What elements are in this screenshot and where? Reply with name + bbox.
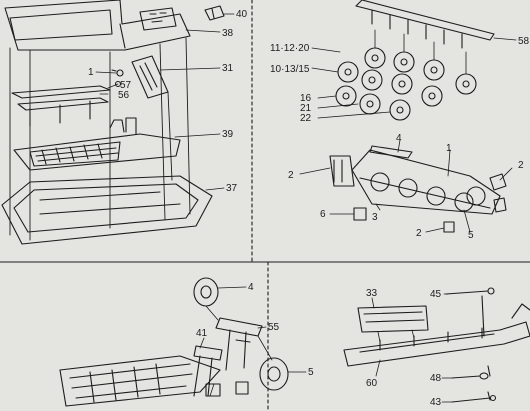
small-tools-part	[451, 365, 497, 403]
running-gear-diagram: 58 11·12·20 10·13/15 16 21 22 4 1 2 2 6 …	[270, 0, 530, 241]
front-axle-diagram: 4 41 55 5	[59, 277, 314, 407]
road-wheels	[335, 29, 477, 121]
side-rail-part	[131, 55, 169, 99]
callout-56: 56	[118, 90, 130, 101]
callout-2: 2	[288, 170, 294, 181]
callout-58: 58	[518, 36, 530, 47]
callout-60: 60	[366, 378, 378, 389]
callout-6: 6	[320, 209, 326, 220]
callout-1: 1	[88, 67, 94, 78]
callout-48: 48	[430, 373, 442, 384]
bracket-part	[193, 345, 223, 397]
callout-16: 16	[300, 93, 312, 104]
callout-37: 37	[226, 183, 238, 194]
callout-41: 41	[196, 328, 208, 339]
road-wheel	[455, 73, 477, 95]
callout-leaders	[299, 47, 513, 233]
side-plate-part	[343, 303, 530, 367]
road-wheel	[389, 99, 411, 121]
tool-part	[445, 287, 495, 337]
callout-5: 5	[468, 230, 474, 241]
road-wheel	[391, 73, 413, 95]
road-wheel	[421, 85, 443, 107]
callout-33: 33	[366, 288, 378, 299]
bench-part	[11, 85, 111, 127]
small-bolt-parts	[111, 69, 124, 88]
callout-4: 4	[248, 282, 254, 293]
assembly-guide-lines	[9, 37, 191, 241]
road-wheel	[359, 93, 381, 115]
callout-10-13-15: 10·13/15	[270, 64, 310, 75]
steering-linkage-part	[215, 317, 263, 371]
callout-leaders	[199, 286, 307, 373]
road-wheel	[335, 85, 357, 107]
callout-2: 2	[518, 160, 524, 171]
floor-plate-part	[13, 117, 181, 171]
callout-39: 39	[222, 129, 234, 140]
callout-11-12-20: 11·12·20	[270, 43, 310, 54]
assembly-guide-lines	[377, 329, 415, 343]
fender-part	[59, 355, 249, 407]
upper-hull-part	[4, 0, 191, 51]
callout-leaders	[95, 13, 235, 191]
road-wheel	[393, 51, 415, 73]
road-wheel	[423, 59, 445, 81]
callout-45: 45	[430, 289, 442, 300]
track-assembly	[329, 145, 507, 233]
side-skirt-diagram: 33 45 60 48 43	[343, 287, 530, 408]
rear-wheel-part	[259, 357, 289, 391]
assembly-guide-lines	[205, 305, 273, 397]
callout-2: 2	[416, 228, 422, 239]
front-wheel-part	[193, 277, 219, 307]
callout-57: 57	[120, 80, 132, 91]
callout-55: 55	[268, 322, 280, 333]
callout-4: 4	[396, 133, 402, 144]
callout-5: 5	[308, 367, 314, 378]
stowage-box-part	[357, 305, 429, 333]
road-wheel	[361, 69, 383, 91]
hatch-part	[204, 5, 225, 21]
lower-hull-part	[1, 175, 213, 245]
callout-leaders	[371, 293, 453, 403]
callout-21: 21	[300, 103, 312, 114]
callout-22: 22	[300, 113, 312, 124]
callout-38: 38	[222, 28, 234, 39]
callout-1: 1	[446, 143, 452, 154]
road-wheel	[364, 47, 386, 69]
hull-assembly-diagram: 40 38 31 1 57 56 39 37	[1, 0, 248, 245]
callout-3: 3	[372, 212, 378, 223]
suspension-bar-part	[355, 0, 517, 49]
callout-31: 31	[222, 63, 234, 74]
callout-40: 40	[236, 9, 248, 20]
callout-43: 43	[430, 397, 442, 408]
road-wheel	[337, 61, 359, 83]
